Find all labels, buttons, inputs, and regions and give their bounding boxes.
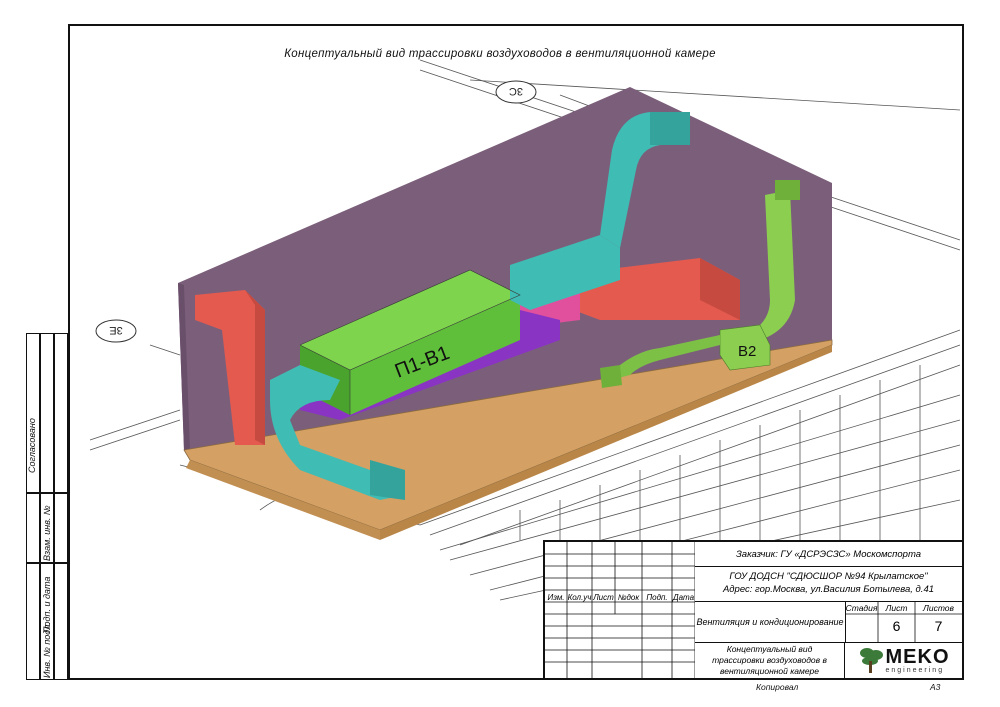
side-label-replace-inv: Взам. инв. №: [42, 505, 52, 561]
supply-duct-left: [270, 365, 405, 500]
side-label-inv-original: Инв. № подл.: [42, 622, 52, 678]
object-info: ГОУ ДОДСН "СДЮСШОР №94 Крылатское" Адрес…: [695, 566, 962, 602]
revision-columns: Изм. Кол.уч Лист №док Подп. Дата: [545, 593, 695, 602]
axis-bubble-3c: 3С: [495, 80, 537, 104]
title-block: Изм. Кол.уч Лист №док Подп. Дата Заказчи…: [543, 540, 964, 680]
exhaust-duct-v2-bottom: [605, 335, 720, 380]
col-koluch: Кол.уч: [567, 593, 592, 602]
object-line1: ГОУ ДОДСН "СДЮСШОР №94 Крылатское": [729, 571, 928, 582]
drawing-title: Концептуальный вид трассировки воздухово…: [284, 48, 716, 60]
customer: Заказчик: ГУ «ДСРЭСЗС» Москомспорта: [695, 542, 962, 567]
axis-bubble-3e: 3Е: [95, 319, 137, 343]
supply-duct-riser: [600, 112, 690, 248]
left-wall: [178, 283, 190, 450]
side-agreed-label: Согласовано: [27, 418, 37, 473]
side-stamp: Согласовано Взам. инв. № Подп. и дата Ин…: [26, 333, 68, 680]
sheets-label: Листов: [923, 603, 954, 613]
company-logo: MEKO engineering: [845, 642, 962, 678]
exhaust-duct-left: [195, 290, 265, 445]
drawing-frame: [68, 24, 964, 680]
object-line2: Адрес: гор.Москва, ул.Василия Ботылева, …: [722, 584, 935, 595]
sheet-info: Стадия Лист Листов 6 7: [845, 602, 962, 643]
col-data: Дата: [672, 593, 695, 602]
company-name: MEKO: [885, 645, 950, 668]
supply-duct-horizontal: [510, 235, 620, 310]
axis-label-3c: 3С: [509, 85, 523, 97]
col-izm: Изм.: [547, 593, 565, 602]
exhaust-duct-v2: [740, 190, 795, 345]
sheet-title: Концептуальный вид трассировки воздухово…: [695, 642, 845, 678]
sheet-value: 6: [892, 618, 901, 634]
col-podp: Подп.: [646, 593, 668, 602]
stage-label: Стадия: [845, 603, 878, 613]
copied-label: Копировал: [756, 682, 799, 692]
section-name: Вентиляция и кондиционирование: [695, 602, 846, 643]
floor-right-edge: [380, 345, 832, 540]
col-list: Лист: [593, 593, 614, 602]
sheet-label: Лист: [885, 603, 908, 613]
col-ndok: №док: [617, 593, 640, 602]
floor-front-edge: [186, 460, 380, 540]
side-cell-agreed: [26, 333, 40, 493]
unit-p1-v1-side: [350, 295, 520, 415]
format-label: А3: [930, 682, 941, 692]
axis-label-3e: 3Е: [109, 324, 122, 336]
duct-outlines: [299, 269, 521, 415]
sheets-value: 7: [934, 618, 943, 634]
unit-label-v2: В2: [738, 343, 756, 360]
tree-logo-icon: [859, 648, 883, 673]
company-subtitle: engineering: [885, 666, 945, 674]
unit-v2: [719, 324, 771, 371]
revision-grid: Изм. Кол.уч Лист №док Подп. Дата: [545, 542, 695, 678]
unit-p1-v1-top: [300, 270, 520, 370]
